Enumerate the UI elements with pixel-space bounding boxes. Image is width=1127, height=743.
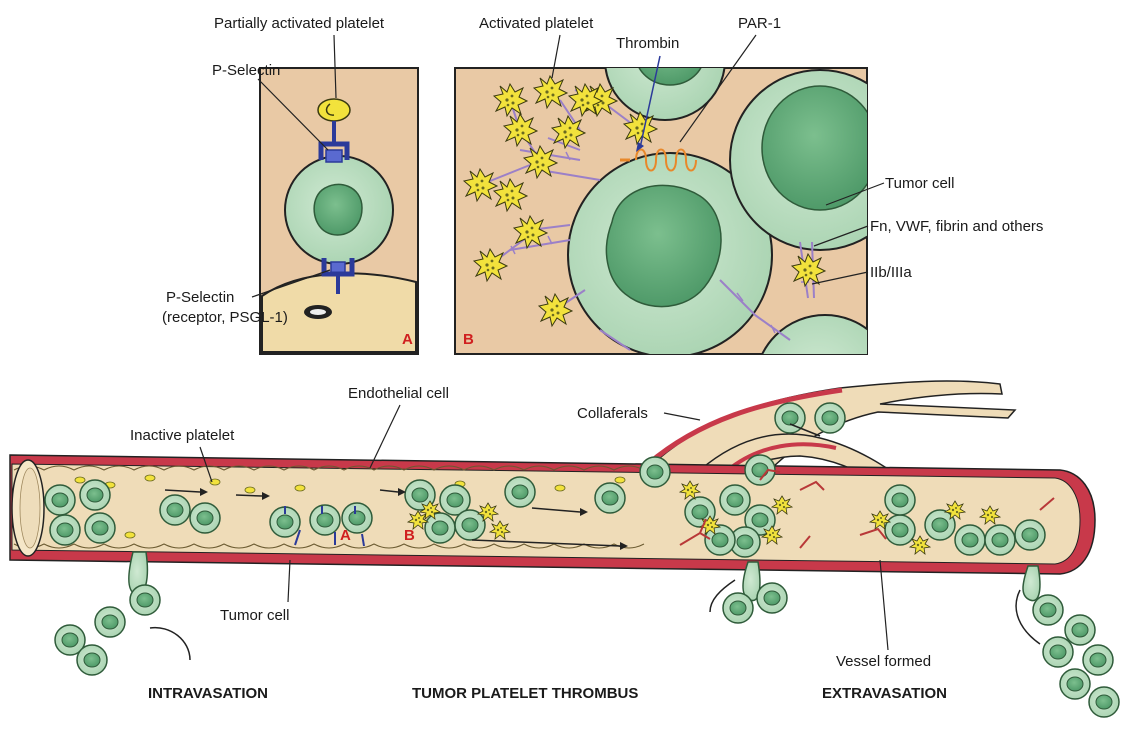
panel-b-letter: B: [463, 331, 474, 348]
label-activated-platelet: Activated platelet: [479, 15, 594, 32]
vessel-marker-a: A: [340, 527, 351, 544]
label-partially-activated-platelet: Partially activated platelet: [214, 15, 385, 32]
label-p-selectin-bottom: P-Selectin: [166, 289, 234, 306]
tumor-nucleus-a: [314, 184, 362, 235]
tumor-cell-b-top: [605, 0, 725, 120]
label-thrombin: Thrombin: [616, 35, 679, 52]
label-par1: PAR-1: [738, 15, 781, 32]
stage-tumor-platelet-thrombus: TUMOR PLATELET THROMBUS: [412, 685, 638, 702]
label-collaterals: Collaferals: [577, 405, 648, 422]
stage-intravasation: INTRAVASATION: [148, 685, 268, 702]
blood-vessel: A B: [10, 381, 1095, 601]
panel-b: B: [455, 0, 910, 455]
stage-extravasation: EXTRAVASATION: [822, 685, 947, 702]
label-iib-iiia: IIb/IIIa: [870, 264, 912, 281]
panel-a-letter: A: [402, 331, 413, 348]
label-endothelial-cell: Endothelial cell: [348, 385, 449, 402]
label-tumor-cell-b: Tumor cell: [885, 175, 954, 192]
label-receptor-psgl1: (receptor, PSGL-1): [162, 309, 288, 326]
vessel-marker-b: B: [404, 527, 415, 544]
label-vessel-formed: Vessel formed: [836, 653, 931, 670]
label-fn-vwf-fibrin: Fn, VWF, fibrin and others: [870, 218, 1043, 235]
partially-activated-platelet-shape: [318, 99, 350, 121]
label-tumor-cell-vessel: Tumor cell: [220, 607, 289, 624]
label-inactive-platelet: Inactive platelet: [130, 427, 235, 444]
label-p-selectin-top: P-Selectin: [212, 62, 280, 79]
